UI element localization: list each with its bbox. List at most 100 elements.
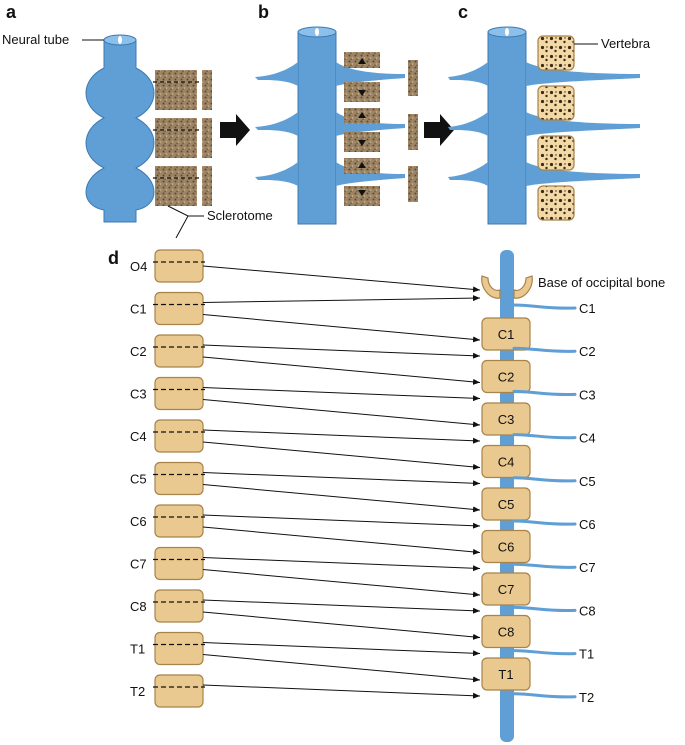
vertebra-block bbox=[481, 487, 531, 521]
resegmentation-arrow bbox=[202, 642, 481, 657]
neural-tube-b-canal bbox=[315, 28, 319, 36]
spinal-nerve-label: C8 bbox=[579, 603, 596, 618]
vertebra-label: C4 bbox=[498, 455, 515, 470]
sclerotome-segment-block bbox=[154, 376, 204, 411]
nerve-flare-c bbox=[448, 162, 488, 186]
vertebra-block bbox=[481, 614, 531, 649]
sclerotome-segment-block bbox=[154, 461, 204, 496]
up-arrow bbox=[358, 112, 366, 118]
occipital-bone bbox=[481, 275, 533, 299]
vertebra-block bbox=[537, 185, 575, 221]
sclerotome-side bbox=[202, 70, 212, 110]
vertebra-label: C3 bbox=[498, 412, 515, 427]
panel-c: c Vertebra bbox=[448, 2, 651, 225]
spinal-nerve-label: C1 bbox=[579, 301, 596, 316]
spinal-nerve-label: C5 bbox=[579, 474, 596, 489]
vertebra-label: C6 bbox=[498, 540, 515, 555]
spinal-nerve bbox=[512, 433, 577, 440]
neural-tube-a-canal bbox=[118, 36, 122, 44]
sclerotome-side bbox=[408, 114, 418, 150]
sclerotome-segment-label: O4 bbox=[130, 259, 147, 274]
resegmentation-arrow bbox=[202, 611, 481, 640]
resegmentation-arrow bbox=[202, 441, 481, 470]
sclerotome-side bbox=[408, 60, 418, 96]
resegmentation-arrow bbox=[202, 295, 481, 303]
panel-b: b bbox=[255, 2, 454, 225]
sclerotome-segment-label: C2 bbox=[130, 344, 147, 359]
spinal-nerve-label: C2 bbox=[579, 344, 596, 359]
sclerotome-segment-block bbox=[154, 589, 204, 623]
vertebra-block bbox=[481, 529, 531, 564]
sclerotome-segment-block bbox=[154, 504, 204, 538]
nerve-flare-c bbox=[448, 112, 488, 136]
vertebra-block bbox=[481, 572, 531, 606]
resegmentation-arrow bbox=[202, 356, 481, 385]
nerve-flare-b bbox=[336, 62, 405, 86]
spinal-nerve bbox=[512, 649, 577, 656]
vertebra-label: C1 bbox=[498, 327, 515, 342]
resegmentation-arrow bbox=[202, 557, 481, 572]
neural-tube-c bbox=[487, 31, 527, 225]
sclerotome-segment-block bbox=[154, 674, 204, 708]
resegmentation-arrow bbox=[202, 429, 481, 444]
resegmentation-arrow bbox=[202, 265, 481, 293]
neural-tube-b bbox=[297, 31, 337, 225]
sclerotome-block bbox=[155, 166, 197, 206]
panel-c-letter: c bbox=[458, 2, 468, 22]
spinal-nerve-label: T2 bbox=[579, 690, 594, 705]
vertebra-block bbox=[481, 317, 531, 351]
sclerotome-side bbox=[202, 118, 212, 158]
panel-a-letter: a bbox=[6, 2, 17, 22]
neural-tube-label: Neural tube bbox=[2, 32, 69, 47]
vertebra-block bbox=[481, 402, 531, 436]
panel-b-letter: b bbox=[258, 2, 269, 22]
down-arrow bbox=[358, 140, 366, 146]
panel-d-letter: d bbox=[108, 248, 119, 268]
vertebra-label: Vertebra bbox=[601, 36, 651, 51]
sclerotome-segment-block bbox=[154, 631, 204, 666]
sclerotome-leader bbox=[167, 205, 204, 217]
sclerotome-segment-label: C5 bbox=[130, 472, 147, 487]
resegmentation-arrow bbox=[202, 684, 481, 699]
neural-tube-a bbox=[85, 39, 155, 223]
sclerotome-group-b bbox=[344, 52, 418, 206]
sclerotome-side bbox=[408, 166, 418, 202]
vertebra-label: C8 bbox=[498, 625, 515, 640]
sclerotome-segment-label: C1 bbox=[130, 302, 147, 317]
resegmentation-arrow bbox=[202, 314, 481, 343]
transition-arrow-bc bbox=[424, 114, 454, 146]
nerve-flare-b bbox=[255, 162, 298, 186]
spinal-nerve bbox=[512, 519, 577, 526]
nerve-flare-c bbox=[526, 162, 640, 186]
sclerotome-segment-label: C3 bbox=[130, 387, 147, 402]
up-arrow bbox=[358, 162, 366, 168]
sclerotome-segment-block bbox=[154, 546, 204, 581]
spinal-nerve-label: C7 bbox=[579, 560, 596, 575]
resegmentation-arrow bbox=[202, 599, 481, 614]
resegmentation-arrow bbox=[202, 387, 481, 402]
resegmentation-arrow bbox=[202, 472, 481, 487]
vertebra-block bbox=[537, 35, 575, 71]
sclerotome-leader-down bbox=[175, 215, 204, 239]
resegmentation-arrows bbox=[202, 265, 481, 699]
resegmentation-arrow bbox=[202, 514, 481, 529]
resegmentation-arrow bbox=[202, 484, 481, 513]
sclerotome-segment-label: C6 bbox=[130, 514, 147, 529]
occipital-label: Base of occipital bone bbox=[538, 275, 665, 290]
sclerotome-block bbox=[155, 70, 197, 110]
down-arrow bbox=[358, 90, 366, 96]
spinal-nerve bbox=[512, 346, 577, 353]
spinal-nerve bbox=[512, 692, 577, 699]
nerve-flare-c bbox=[526, 112, 640, 136]
vertebra-block bbox=[537, 85, 575, 121]
sclerotome-segment-label: T2 bbox=[130, 684, 145, 699]
spinal-nerve bbox=[512, 303, 577, 310]
spinal-nerve-label: C4 bbox=[579, 431, 596, 446]
vertebra-label: C5 bbox=[498, 497, 515, 512]
up-arrow bbox=[358, 58, 366, 64]
resegmentation-arrow bbox=[202, 654, 481, 683]
nerve-flare-c bbox=[526, 62, 640, 86]
